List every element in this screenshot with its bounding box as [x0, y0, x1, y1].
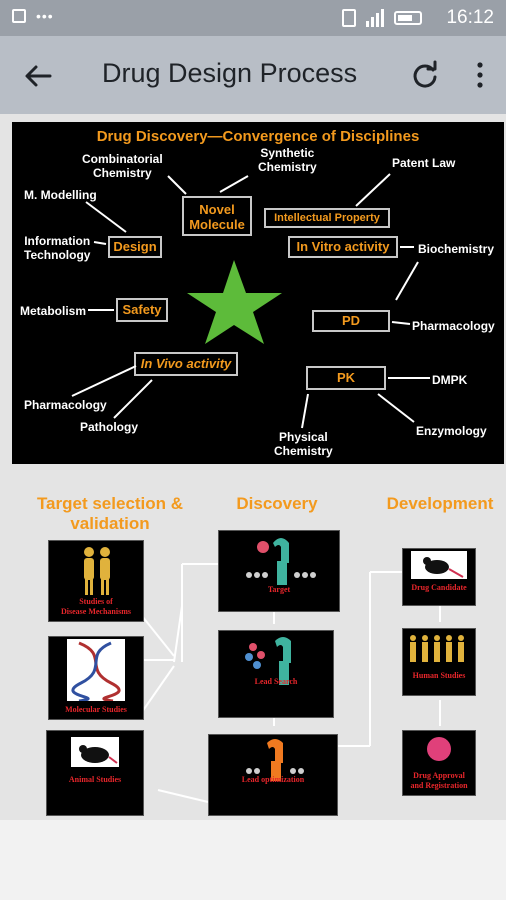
- label-metabolism: Metabolism: [20, 304, 87, 318]
- label-patent-law: Patent Law: [392, 156, 456, 170]
- star-shape: [187, 260, 282, 344]
- refresh-icon[interactable]: [410, 60, 440, 90]
- status-bar: ••• 16:12: [0, 0, 506, 36]
- caption-animal-studies: Animal Studies: [68, 775, 122, 784]
- label-dmpk: DMPK: [432, 373, 468, 387]
- label-enzymology: Enzymology: [416, 424, 487, 438]
- back-arrow-icon[interactable]: [20, 58, 56, 94]
- card-disease-mechanisms: Studies of Disease Mechanisms: [48, 540, 144, 622]
- optimized-compound-icon: [246, 739, 304, 781]
- box-design: Design: [108, 236, 162, 258]
- more-notifications-icon: •••: [36, 8, 54, 24]
- box-in-vivo-activity: In Vivo activity: [134, 352, 238, 376]
- mouse-icon: [71, 737, 119, 767]
- box-pk: PK: [306, 366, 386, 390]
- box-pd: PD: [312, 310, 390, 332]
- signal-icon: [366, 9, 384, 27]
- card-animal-studies: Animal Studies: [46, 730, 144, 816]
- header-discovery: Discovery: [236, 494, 318, 513]
- label-physical-chemistry: Physical Chemistry: [274, 430, 333, 458]
- slide-convergence-of-disciplines: Drug Discovery—Convergence of Discipline…: [12, 122, 504, 464]
- caption-molecular-studies: Molecular Studies: [65, 705, 127, 714]
- human-group-icon: [410, 635, 464, 662]
- vibrate-icon: [342, 9, 356, 27]
- approval-seal-icon: [427, 737, 451, 761]
- label-pharmacology-right: Pharmacology: [412, 319, 495, 333]
- receptor-target-icon: [246, 538, 316, 585]
- caption-lead-search: Lead Search: [254, 677, 298, 686]
- box-in-vitro-activity: In Vitro activity: [288, 236, 398, 258]
- app-toolbar: Drug Design Process: [0, 36, 506, 114]
- header-development: Development: [386, 494, 494, 513]
- page-title: Drug Design Process: [102, 58, 358, 88]
- header-target-selection: Target selection & validation: [36, 494, 184, 533]
- slide-title: Drug Discovery—Convergence of Discipline…: [96, 128, 420, 145]
- caption-human-studies: Human Studies: [412, 671, 466, 680]
- image-notification-icon: [12, 9, 26, 23]
- card-drug-candidate: Drug Candidate: [402, 548, 476, 606]
- label-information-technology: Information Technology: [24, 234, 91, 262]
- card-lead-search: Lead Search: [218, 630, 334, 718]
- card-human-studies: Human Studies: [402, 628, 476, 696]
- label-biochemistry: Biochemistry: [418, 242, 495, 256]
- bottom-blank-area: [0, 820, 506, 900]
- slide-drug-development-pipeline: Target selection & validation Discovery …: [12, 476, 504, 816]
- human-figures-icon: [84, 547, 110, 595]
- label-synthetic-chemistry: Synthetic Chemistry: [258, 146, 317, 174]
- card-lead-optimization: Lead optimization: [208, 734, 338, 816]
- status-time: 16:12: [446, 7, 494, 28]
- caption-lead-optimization: Lead optimization: [241, 775, 305, 784]
- box-safety: Safety: [116, 298, 168, 322]
- dna-helix-icon: [67, 639, 125, 701]
- caption-drug-candidate: Drug Candidate: [411, 583, 467, 592]
- box-novel-molecule: Novel Molecule: [182, 196, 252, 236]
- more-options-icon[interactable]: [472, 60, 488, 90]
- caption-target: Target: [267, 585, 291, 594]
- label-m-modelling: M. Modelling: [24, 188, 97, 202]
- label-combinatorial-chemistry: Combinatorial Chemistry: [82, 152, 163, 180]
- caption-drug-approval: Drug Approval and Registration: [410, 771, 468, 790]
- card-molecular-studies: Molecular Studies: [48, 636, 144, 720]
- card-drug-approval: Drug Approval and Registration: [402, 730, 476, 796]
- card-target: Target: [218, 530, 340, 612]
- label-pathology: Pathology: [80, 420, 139, 434]
- drug-candidate-mouse-icon: [411, 551, 467, 579]
- label-pharmacology-left: Pharmacology: [24, 398, 107, 412]
- document-view[interactable]: Drug Discovery—Convergence of Discipline…: [0, 114, 506, 820]
- caption-disease-mechanisms: Studies of Disease Mechanisms: [61, 597, 131, 616]
- compound-library-icon: [245, 637, 291, 685]
- box-intellectual-property: Intellectual Property: [264, 208, 390, 228]
- battery-icon: [394, 11, 422, 25]
